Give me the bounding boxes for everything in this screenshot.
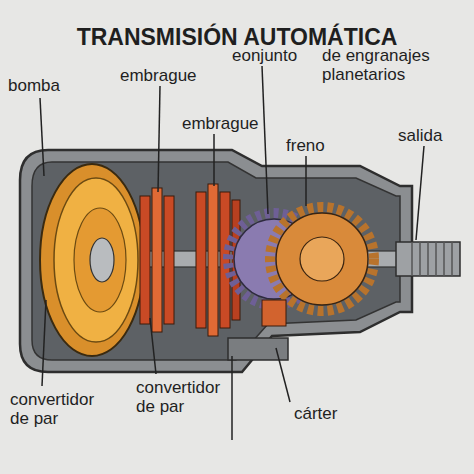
housing bbox=[20, 150, 412, 372]
leader-line bbox=[305, 156, 307, 206]
valve-part bbox=[262, 300, 286, 326]
planetary-gears bbox=[228, 207, 374, 326]
leader-line bbox=[42, 300, 46, 386]
clutch-plate bbox=[140, 196, 150, 324]
part-label: de engranajes planetarios bbox=[322, 46, 450, 84]
part-label: bomba bbox=[8, 76, 98, 95]
part-label: convertidor de par bbox=[10, 390, 110, 428]
leader-line bbox=[213, 134, 215, 186]
leader-line bbox=[276, 348, 290, 402]
part-label: convertidor de par bbox=[136, 378, 236, 416]
part-label: embrague bbox=[182, 114, 282, 133]
leader-line bbox=[150, 318, 156, 374]
clutch-packs bbox=[140, 184, 240, 336]
output-shaft bbox=[396, 242, 460, 276]
part-label: freno bbox=[286, 136, 356, 155]
sun-gear bbox=[300, 237, 344, 281]
torque-converter bbox=[40, 164, 144, 356]
housing-cavity bbox=[32, 162, 400, 360]
splines bbox=[412, 242, 452, 276]
leader-lines bbox=[40, 66, 424, 440]
output-shaft-body bbox=[396, 242, 460, 276]
part-label: eonjunto bbox=[232, 46, 322, 65]
clutch-plate bbox=[208, 184, 218, 336]
clutch-plate bbox=[152, 188, 162, 332]
converter-hub bbox=[90, 238, 114, 282]
part-label: cárter bbox=[294, 404, 374, 423]
housing-shell bbox=[20, 150, 412, 372]
clutch-plate bbox=[196, 192, 206, 328]
leader-line bbox=[262, 66, 268, 214]
converter-outer bbox=[40, 164, 144, 356]
gear bbox=[276, 213, 368, 305]
clutch-plate bbox=[164, 196, 174, 324]
part-label: embrague bbox=[120, 66, 220, 85]
leader-line bbox=[231, 356, 233, 440]
converter-stator bbox=[74, 208, 126, 312]
leader-line bbox=[158, 86, 160, 192]
part-label: salida bbox=[398, 126, 468, 145]
leader-line bbox=[416, 146, 424, 240]
leader-line bbox=[40, 98, 44, 176]
clutch-plate bbox=[220, 192, 230, 328]
gear-teeth bbox=[270, 207, 374, 311]
converter-turbine bbox=[54, 178, 138, 342]
